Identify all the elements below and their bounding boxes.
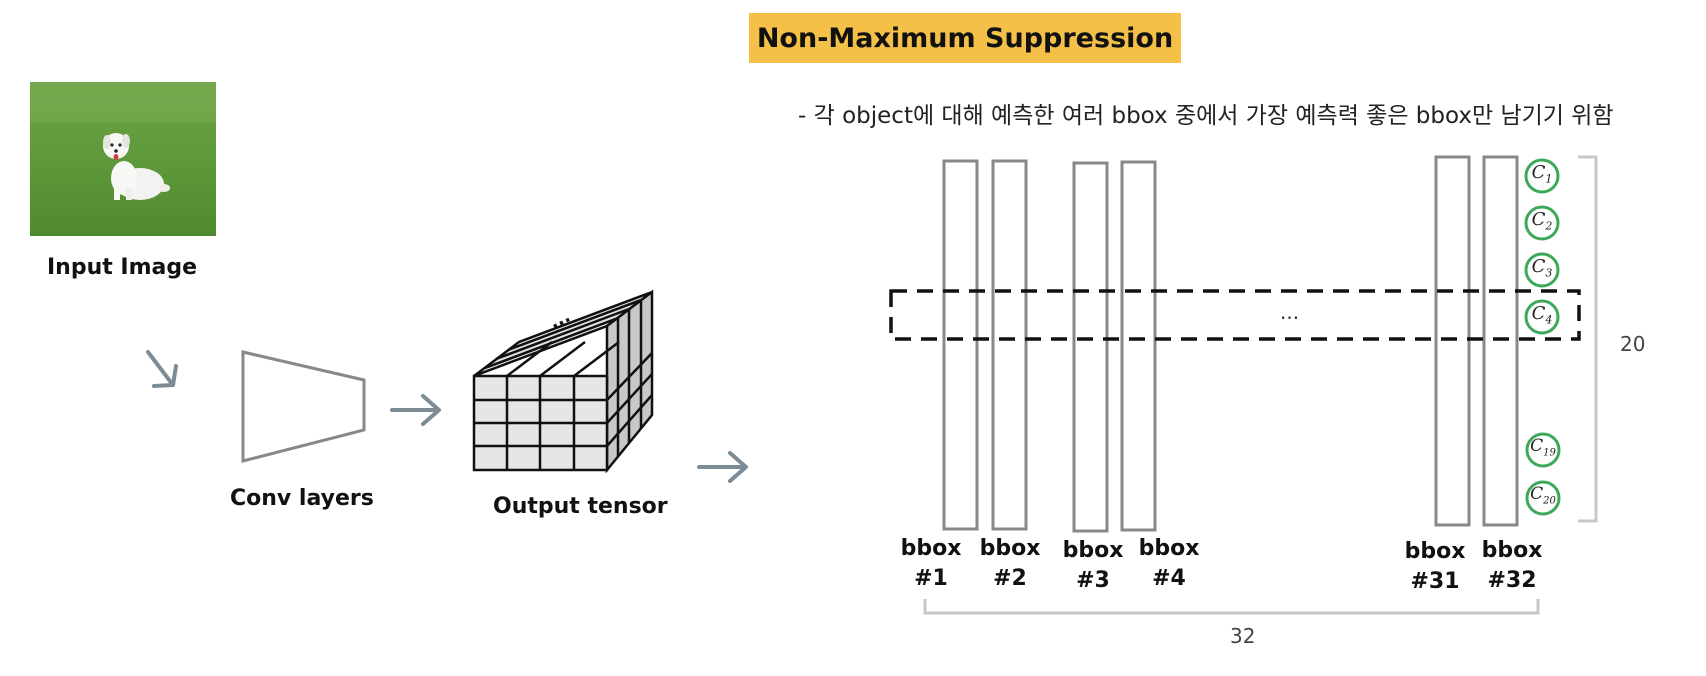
- arrow-icon: [146, 350, 178, 388]
- bbox-column: [1072, 161, 1109, 533]
- class-circle: [1524, 205, 1560, 241]
- class-label-2: C2: [1531, 209, 1553, 233]
- output-tensor-label: Output tensor: [493, 494, 668, 519]
- output-tensor-cube: [472, 289, 654, 474]
- conv-layers-shape: [241, 350, 366, 463]
- bbox-column: [942, 159, 979, 531]
- bbox-column: [991, 159, 1028, 531]
- bbox-columns: [942, 155, 1519, 533]
- class-circle: [1525, 480, 1561, 516]
- class-circle: [1525, 432, 1561, 468]
- class-label-1: C1: [1531, 162, 1553, 186]
- row-ellipsis: ...: [1280, 300, 1300, 324]
- height-bracket: [1578, 155, 1598, 523]
- slide-title: Non-Maximum Suppression: [749, 13, 1181, 63]
- height-count: 20: [1620, 332, 1646, 356]
- slide-subtitle: - 각 object에 대해 예측한 여러 bbox 중에서 가장 예측력 좋은…: [798, 103, 1614, 129]
- bbox-label: bbox#32: [1481, 538, 1543, 593]
- class-circles: [1524, 158, 1561, 516]
- arrow-icon: [390, 394, 441, 426]
- selected-class-row: [889, 289, 1581, 341]
- input-image-label: Input Image: [47, 255, 198, 280]
- class-label-4: C4: [1531, 303, 1553, 327]
- bbox-label: bbox#3: [1062, 538, 1124, 593]
- bbox-label: bbox#2: [979, 536, 1041, 591]
- class-label-3: C3: [1531, 256, 1553, 280]
- bbox-column: [1434, 155, 1471, 527]
- width-bracket: [923, 599, 1540, 615]
- arrow-icon: [697, 451, 748, 483]
- bbox-label: bbox#1: [900, 536, 962, 591]
- bbox-label: bbox#31: [1404, 539, 1466, 594]
- bbox-column: [1120, 160, 1157, 532]
- dog-photo-illustration: [30, 82, 216, 236]
- input-image: [30, 82, 216, 236]
- class-circle: [1524, 252, 1560, 288]
- conv-layers-label: Conv layers: [230, 486, 374, 511]
- bbox-label: bbox#4: [1138, 536, 1200, 591]
- class-label-20: C20: [1530, 484, 1556, 507]
- class-label-19: C19: [1530, 436, 1556, 459]
- class-circle: [1524, 158, 1560, 194]
- class-circle: [1524, 299, 1560, 335]
- bbox-column: [1482, 155, 1519, 527]
- width-count: 32: [1230, 624, 1256, 648]
